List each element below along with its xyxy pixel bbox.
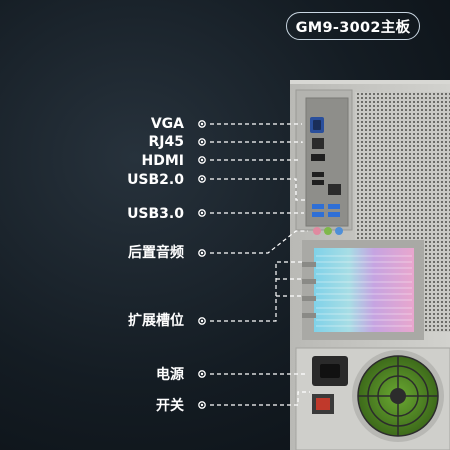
power-supply	[295, 347, 450, 450]
model-badge: GM9-3002主板	[286, 12, 420, 40]
leader-dot-core-rj45	[200, 140, 204, 144]
usb2-port	[312, 172, 324, 177]
usb3-port	[312, 204, 324, 209]
label-vga: VGA	[150, 116, 184, 132]
leader-dot-core-power	[200, 372, 204, 376]
leader-dots	[198, 120, 206, 409]
leader-dot-hdmi	[198, 156, 206, 164]
leader-dot-core-pcie	[200, 319, 204, 323]
label-rj45: RJ45	[148, 134, 184, 150]
leader-line-pcie	[210, 261, 302, 322]
rj45-port	[312, 138, 324, 149]
leader-dot-usb30	[198, 209, 206, 217]
expansion-bay	[302, 240, 424, 340]
label-usb30: USB3.0	[127, 206, 184, 222]
leader-line-audio	[210, 230, 308, 254]
leader-line-rj45	[210, 141, 303, 143]
leader-dot-core-vga	[200, 122, 204, 126]
leader-dot-power	[198, 370, 206, 378]
leader-lines	[210, 123, 310, 406]
io-shield	[305, 97, 349, 235]
leader-dot-core-usb20	[200, 177, 204, 181]
leader-line-usb20	[210, 178, 305, 201]
label-rear-audio: 后置音频	[128, 245, 184, 261]
leader-dot-usb20	[198, 175, 206, 183]
label-usb20: USB2.0	[127, 172, 184, 188]
leader-dot-rj45	[198, 138, 206, 146]
leader-dot-audio	[198, 249, 206, 257]
label-hdmi: HDMI	[141, 153, 184, 169]
leader-line-switch	[210, 391, 310, 406]
leader-dot-switch	[198, 401, 206, 409]
leader-dot-core-switch	[200, 403, 204, 407]
label-power: 电源	[156, 367, 184, 383]
hdmi-port	[311, 154, 325, 161]
label-switch: 开关	[156, 398, 184, 414]
label-expansion-slots: 扩展槽位	[128, 313, 184, 329]
leader-dot-vga	[198, 120, 206, 128]
leader-dot-pcie	[198, 317, 206, 325]
leader-dot-core-audio	[200, 251, 204, 255]
leader-dot-core-usb30	[200, 211, 204, 215]
audio-jack	[313, 227, 321, 235]
leader-dot-core-hdmi	[200, 158, 204, 162]
